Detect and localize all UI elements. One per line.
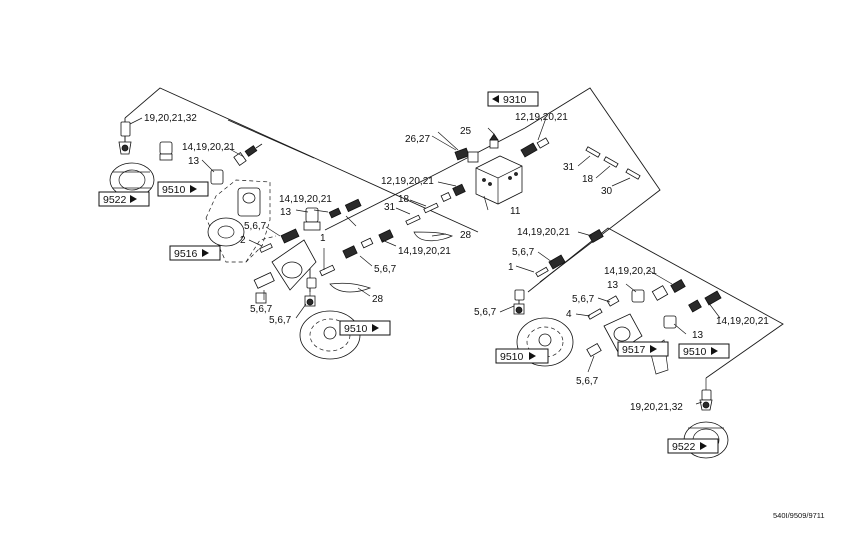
label-13-c: 13 (692, 330, 704, 341)
label-18-a: 18 (398, 194, 410, 205)
label-14-19-20-21-b: 14,19,20,21 (398, 246, 451, 257)
arrow-right-icon (202, 249, 209, 257)
label-12-19-20-21-b: 12,19,20,21 (515, 112, 568, 123)
brake-caliper-9522-top-left (109, 162, 155, 198)
label-14-19-20-21-e: 14,19,20,21 (716, 316, 769, 327)
leader-lines (129, 117, 721, 405)
ref-box-9517[interactable]: 9517 (617, 341, 669, 357)
ref-9510-top-left: 9510 (162, 184, 186, 196)
distribution-block-11 (454, 133, 550, 205)
arrow-right-icon (190, 185, 197, 193)
arrow-left-icon (492, 95, 499, 103)
label-30: 30 (601, 186, 613, 197)
ref-box-9510-bottom-right[interactable]: 9510 (495, 348, 549, 364)
label-14-19-20-21-top-left: 14,19,20,21 (182, 142, 235, 153)
label-5-6-7-d: 5,6,7 (374, 264, 397, 275)
connector-top-left-13 (159, 141, 224, 185)
ref-9510-middle: 9510 (344, 323, 368, 335)
label-2: 2 (240, 235, 246, 246)
ref-9510-right: 9510 (683, 346, 707, 358)
ref-9517: 9517 (622, 344, 646, 356)
ref-9310: 9310 (503, 94, 527, 106)
arrow-right-icon (130, 195, 137, 203)
ref-box-9522-bottom-right[interactable]: 9522 (667, 438, 719, 454)
fitting-top-left (118, 121, 132, 155)
ref-9522-top-left: 9522 (103, 194, 127, 206)
label-5-6-7-e: 5,6,7 (512, 247, 535, 258)
ref-box-9310[interactable]: 9310 (487, 91, 539, 107)
central-pipe-run (319, 183, 466, 293)
fitting-left-9510 (304, 277, 317, 307)
arrow-right-icon (529, 352, 536, 360)
label-31-a: 31 (384, 202, 396, 213)
label-13-a: 13 (280, 207, 292, 218)
drawing-reference-code: 540I/9509/9711 (773, 511, 825, 520)
label-19-20-21-32-bottom-right: 19,20,21,32 (630, 402, 683, 413)
ref-9522-bottom-right: 9522 (672, 441, 696, 453)
label-19-20-21-32-top-left: 19,20,21,32 (144, 113, 197, 124)
label-5-6-7-g: 5,6,7 (572, 294, 595, 305)
ref-9510-bottom-right: 9510 (500, 351, 524, 363)
arrow-right-icon (372, 324, 379, 332)
label-11: 11 (510, 206, 521, 217)
caliper-middle-left (245, 235, 317, 291)
part-labels: 19,20,21,32 14,19,20,21 13 14,19,20,21 1… (144, 112, 769, 413)
label-5-6-7-f: 5,6,7 (474, 307, 497, 318)
hose-top-left (233, 143, 263, 166)
ref-box-9510-right[interactable]: 9510 (678, 343, 730, 359)
label-13-top-left: 13 (188, 156, 200, 167)
label-1-a: 1 (320, 233, 326, 244)
pipes-right-upper (585, 146, 641, 180)
label-13-b: 13 (607, 280, 619, 291)
label-14-19-20-21-c: 14,19,20,21 (517, 227, 570, 238)
ref-box-9522-top-left[interactable]: 9522 (98, 191, 150, 207)
arrow-right-icon (711, 347, 718, 355)
hub-assembly-9516 (205, 179, 271, 263)
fitting-bottom-right (699, 378, 713, 411)
ref-box-9516[interactable]: 9516 (169, 245, 221, 261)
ref-9516: 9516 (174, 248, 198, 260)
ref-box-9510-top-left[interactable]: 9510 (157, 181, 209, 197)
label-1-b: 1 (508, 262, 514, 273)
label-28-b: 28 (372, 294, 384, 305)
label-5-6-7-h: 5,6,7 (576, 376, 599, 387)
arrow-right-icon (650, 345, 657, 353)
label-18-b: 18 (582, 174, 594, 185)
label-4: 4 (566, 309, 572, 320)
label-5-6-7-b: 5,6,7 (250, 304, 273, 315)
label-31-b: 31 (563, 162, 575, 173)
label-5-6-7-a: 5,6,7 (244, 221, 267, 232)
label-25: 25 (460, 126, 472, 137)
arrow-right-icon (700, 442, 707, 450)
ref-box-9510-middle[interactable]: 9510 (339, 320, 391, 336)
fittings-middle-left (253, 198, 362, 304)
label-12-19-20-21-a: 12,19,20,21 (381, 176, 434, 187)
label-26-27: 26,27 (405, 134, 430, 145)
label-14-19-20-21-a: 14,19,20,21 (279, 194, 332, 205)
label-5-6-7-c: 5,6,7 (269, 315, 292, 326)
label-28-a: 28 (460, 230, 472, 241)
pipe-routing-lines (124, 87, 784, 379)
fittings-right-lower (513, 228, 722, 358)
label-14-19-20-21-d: 14,19,20,21 (604, 266, 657, 277)
